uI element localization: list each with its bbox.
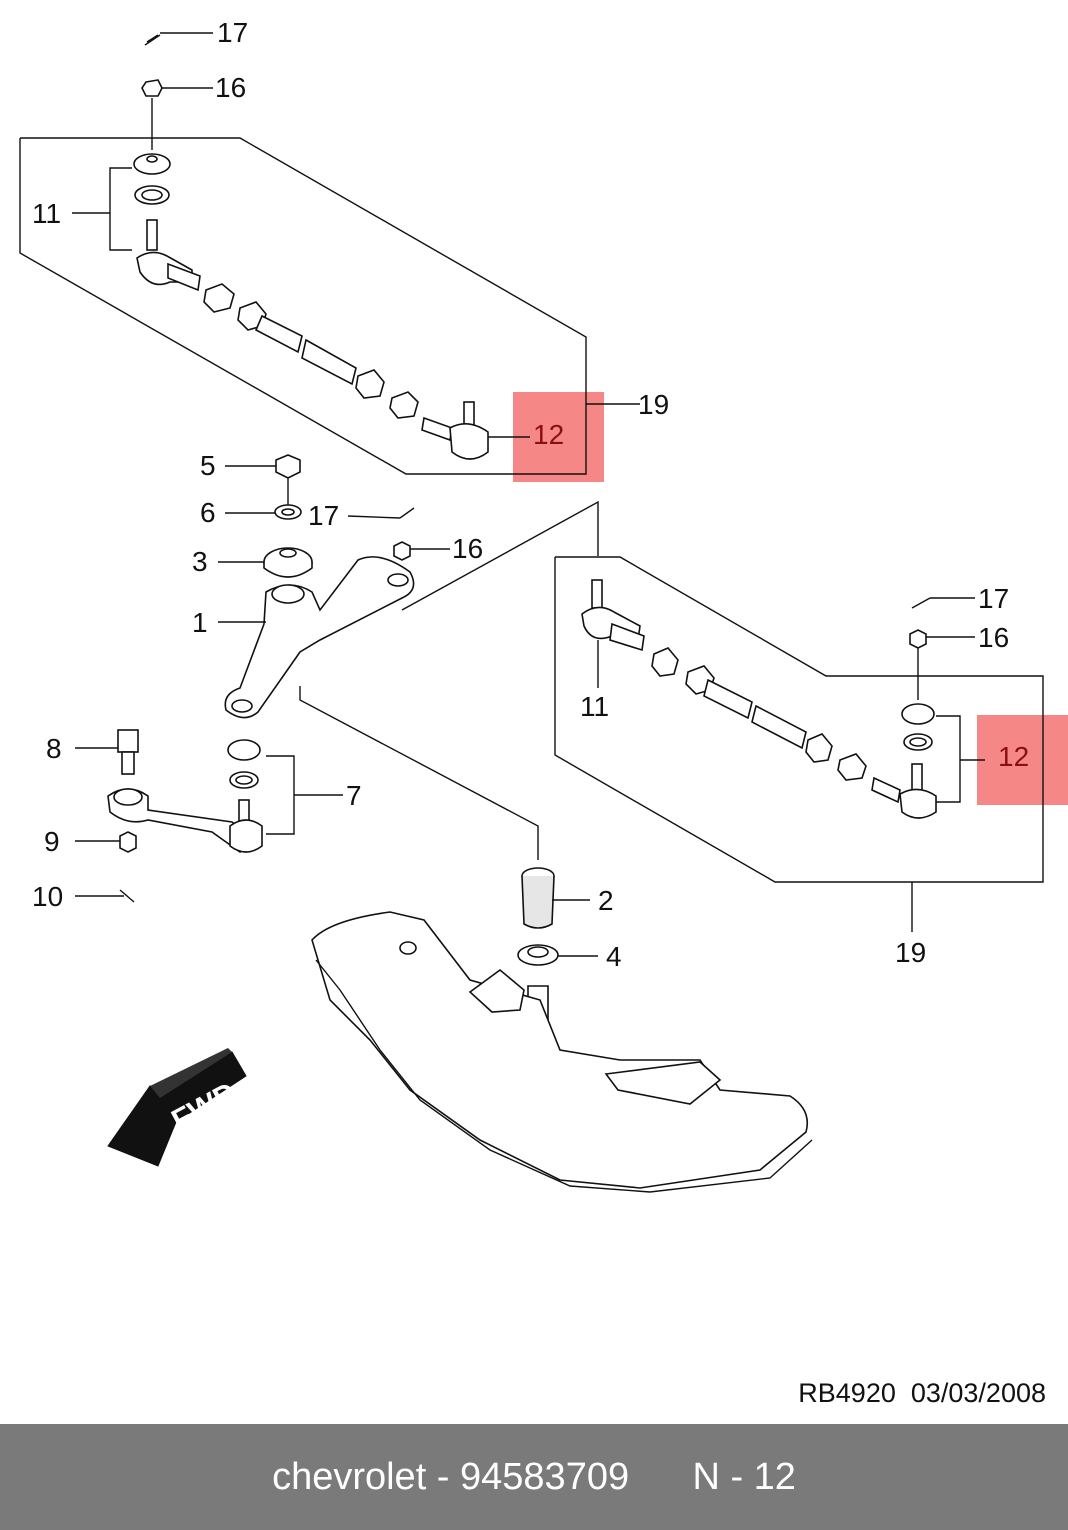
callout-19-top: 19	[638, 389, 669, 420]
callout-5: 5	[200, 450, 216, 481]
diagram-reference-code: RB4920 03/03/2008	[798, 1378, 1046, 1408]
tie-rod-assembly-top	[19, 32, 640, 475]
steering-linkage-diagram: FWD 17 16 11 12 19 5 6 17 16 3 1 8 7 9 1…	[19, 17, 1068, 1408]
footer-bar: chevrolet - 94583709 N - 12	[0, 1424, 1068, 1530]
callout-16-right: 16	[978, 622, 1009, 653]
callout-19-right: 19	[895, 937, 926, 968]
crossmember-and-bushing	[311, 867, 813, 1193]
forward-direction-arrow: FWD	[107, 1048, 247, 1167]
callout-8: 8	[46, 733, 62, 764]
callout-1: 1	[192, 607, 208, 638]
highlight-box-part-12-right	[977, 715, 1068, 805]
callout-10: 10	[32, 881, 63, 912]
callout-9: 9	[44, 826, 60, 857]
tie-rod-assembly-right	[554, 556, 1044, 932]
callout-17-center: 17	[308, 500, 339, 531]
callout-3: 3	[192, 546, 208, 577]
callout-17-top: 17	[217, 17, 248, 48]
callout-16-center: 16	[452, 533, 483, 564]
callout-17-right: 17	[978, 583, 1009, 614]
footer-part-caption: chevrolet - 94583709 N - 12	[272, 1455, 796, 1498]
callout-7: 7	[346, 780, 362, 811]
callout-16-top: 16	[215, 72, 246, 103]
callout-4: 4	[606, 941, 622, 972]
idler-arm-assembly	[75, 729, 343, 903]
callout-6: 6	[200, 497, 216, 528]
callout-2: 2	[598, 885, 614, 916]
callout-12-right: 12	[998, 741, 1029, 772]
callout-11-right: 11	[580, 691, 609, 722]
callout-11-top: 11	[32, 198, 61, 229]
callout-12-top: 12	[533, 419, 564, 450]
pitman-arm-assembly	[218, 454, 599, 860]
